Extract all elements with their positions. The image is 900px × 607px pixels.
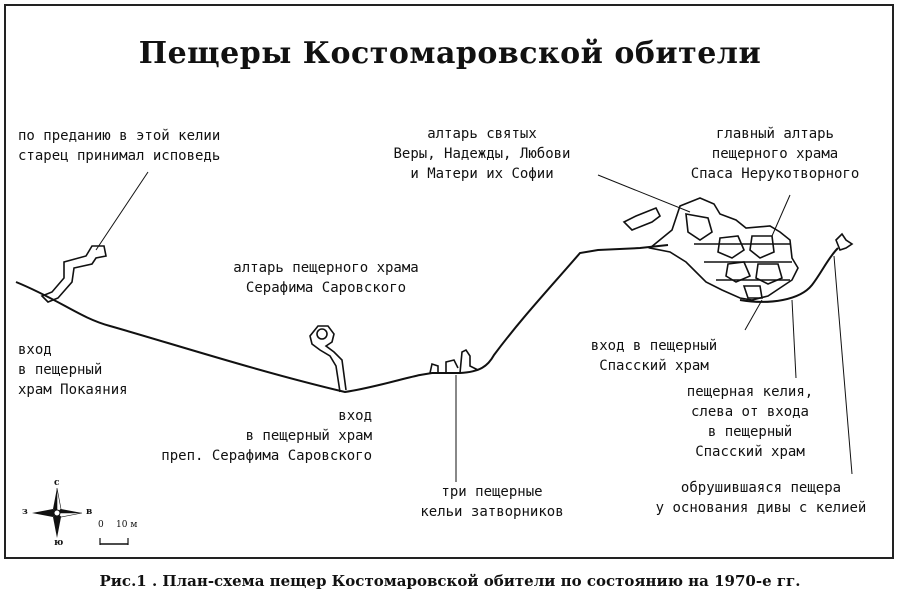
spassky-cave-complex <box>622 197 799 301</box>
scale-bar: 0 10 м <box>98 518 138 548</box>
compass-west: з <box>22 507 28 517</box>
label-line: вход <box>18 342 52 358</box>
label-line: в пещерный <box>18 362 103 378</box>
pokayaniya-cave <box>40 245 107 303</box>
scale-line-icon <box>99 538 129 545</box>
collapsed-cave <box>835 232 854 251</box>
label-entrance-pokayaniya: вход в пещерный храм Покаяния <box>18 340 128 400</box>
label-line: алтарь святых <box>427 126 537 142</box>
label-main-altar: главный алтарь пещерного храма Спаса Нер… <box>660 124 890 184</box>
ground-line-right <box>739 247 839 303</box>
label-line: пещерная келия, <box>686 384 814 400</box>
label-line: храм Покаяния <box>18 382 128 398</box>
scale-zero: 0 <box>98 520 104 530</box>
label-line: слева от входа <box>690 404 809 420</box>
label-line: Серафима Саровского <box>245 280 407 296</box>
compass-star-icon <box>32 487 83 538</box>
label-line: и Матери их Софии <box>410 166 554 182</box>
label-line: Спаса Нерукотворного <box>690 166 860 182</box>
figure-caption: Рис.1 . План-схема пещер Костомаровской … <box>99 572 801 590</box>
label-altar-very: алтарь святых Веры, Надежды, Любови и Ма… <box>350 124 614 184</box>
label-line: три пещерные <box>441 484 543 500</box>
label-kelia-pokayaniya: по преданию в этой келии старец принимал… <box>18 126 220 166</box>
label-three-cells: три пещерные кельи затворников <box>392 482 592 522</box>
label-line: пещерного храма <box>711 146 839 162</box>
label-line: преп. Серафима Саровского <box>161 448 372 464</box>
compass-east: в <box>86 507 93 517</box>
compass-rose: с ю з в <box>22 478 92 548</box>
three-cells <box>429 348 479 374</box>
label-entrance-serafima: вход в пещерный храм преп. Серафима Саро… <box>150 406 372 466</box>
compass-south: ю <box>54 538 64 548</box>
label-line: главный алтарь <box>715 126 834 142</box>
label-line: Спасский храм <box>695 444 805 460</box>
scale-ten: 10 м <box>116 520 138 530</box>
label-line: в пещерный храм <box>245 428 372 444</box>
label-line: обрушившаяся пещера <box>680 480 842 496</box>
label-line: старец принимал исповедь <box>18 148 221 164</box>
label-line: вход <box>338 408 372 424</box>
label-line: кельи затворников <box>420 504 564 520</box>
label-line: Спасский храм <box>599 358 709 374</box>
diagram-title: Пещеры Костомаровской обители <box>138 36 762 71</box>
ground-line <box>15 244 669 394</box>
label-altar-serafima: алтарь пещерного храма Серафима Саровско… <box>196 258 456 298</box>
seraphim-cave <box>309 325 347 393</box>
diagram-frame <box>4 4 894 559</box>
label-line: Веры, Надежды, Любови <box>393 146 571 162</box>
label-cave-cell: пещерная келия, слева от входа в пещерны… <box>660 382 840 462</box>
label-line: вход в пещерный <box>590 338 718 354</box>
label-line: у основания дивы с келией <box>655 500 867 516</box>
label-collapsed-cave: обрушившаяся пещера у основания дивы с к… <box>640 478 882 518</box>
leader-lines <box>95 171 853 482</box>
label-line: в пещерный <box>707 424 793 440</box>
label-line: по преданию в этой келии <box>18 128 221 144</box>
compass-north: с <box>54 478 60 488</box>
label-entrance-spassky: вход в пещерный Спасский храм <box>560 336 748 376</box>
label-line: алтарь пещерного храма <box>233 260 419 276</box>
